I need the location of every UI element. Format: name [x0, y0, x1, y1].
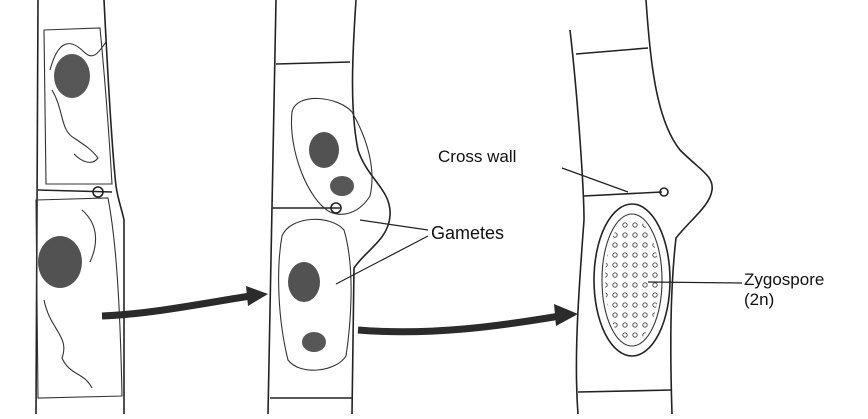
lower-gamete-mass-2 — [302, 332, 326, 352]
filament-3-left-wall — [570, 30, 584, 414]
filament-2-right-wall — [352, 0, 390, 414]
upper-chloroplast-ribbon-2 — [52, 90, 98, 162]
lower-gamete-mass — [288, 262, 320, 302]
lower-chloroplast-ribbon — [44, 300, 92, 388]
arrow-2-head — [554, 304, 578, 326]
lower-chloroplast-ribbon-2 — [82, 210, 96, 262]
stage-3-filament — [570, 0, 712, 414]
cross-wall-label: Cross wall — [438, 148, 516, 165]
filament-1-upper-cell — [44, 28, 112, 184]
filament-1-lower-cell — [36, 198, 122, 398]
arrow-1-head — [246, 286, 268, 306]
filament-1-cross-wall — [38, 190, 112, 192]
upper-gamete-mass — [309, 132, 339, 168]
filament-3-bottom-cross-wall — [578, 390, 672, 392]
stage-2-filament — [268, 0, 390, 414]
zygospore-label-line-2: (2n) — [744, 290, 824, 310]
gametes-leader-upper — [360, 220, 428, 230]
lower-protoplast-mass — [38, 236, 82, 288]
filament-3-right-wall — [646, 0, 712, 414]
zygospore-label-line-1: Zygospore — [744, 270, 824, 290]
filament-2-top-cross-wall — [276, 62, 350, 64]
progress-arrow-2 — [358, 316, 560, 332]
upper-gamete-mass-2 — [330, 176, 354, 196]
cross-wall-leader — [562, 168, 628, 192]
gametes-label: Gametes — [431, 224, 504, 242]
filament-3-top-cross-wall — [576, 48, 648, 54]
filament-3-cross-wall — [584, 192, 662, 196]
zygospore-label: Zygospore (2n) — [744, 270, 824, 310]
zygospore-content — [605, 218, 659, 342]
upper-protoplast-mass — [54, 54, 90, 98]
filament-2-left-wall — [268, 0, 276, 414]
stage-1-filament — [36, 0, 124, 414]
